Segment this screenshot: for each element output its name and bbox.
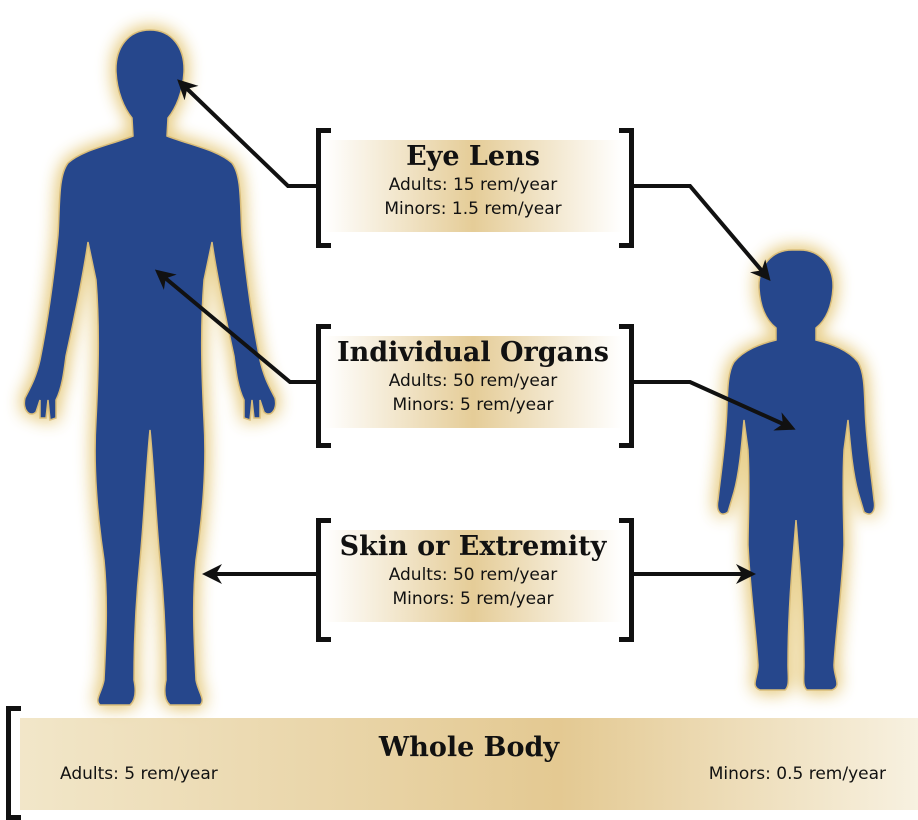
individual-organs-label: Individual Organs Adults: 50 rem/year Mi… (324, 336, 622, 428)
skin-or-extremity-label: Skin or Extremity Adults: 50 rem/year Mi… (324, 530, 622, 622)
whole-body-minors: Minors: 0.5 rem/year (709, 764, 886, 784)
eye-lens-title: Eye Lens (324, 140, 622, 173)
whole-body-label: Whole Body Adults: 5 rem/year Minors: 0.… (20, 718, 918, 810)
eye-lens-minors: Minors: 1.5 rem/year (324, 197, 622, 221)
eye-lens-arrow-child (634, 186, 768, 278)
child-silhouette (717, 250, 874, 690)
whole-body-bracket (6, 706, 21, 820)
organs-title: Individual Organs (324, 336, 622, 369)
organs-minors: Minors: 5 rem/year (324, 393, 622, 417)
eye-lens-adults: Adults: 15 rem/year (324, 173, 622, 197)
skin-title: Skin or Extremity (324, 530, 622, 563)
whole-body-title: Whole Body (20, 732, 918, 763)
adult-silhouette (24, 30, 275, 705)
skin-minors: Minors: 5 rem/year (324, 587, 622, 611)
whole-body-adults: Adults: 5 rem/year (60, 764, 218, 784)
skin-adults: Adults: 50 rem/year (324, 563, 622, 587)
eye-lens-label: Eye Lens Adults: 15 rem/year Minors: 1.5… (324, 140, 622, 232)
organs-adults: Adults: 50 rem/year (324, 369, 622, 393)
